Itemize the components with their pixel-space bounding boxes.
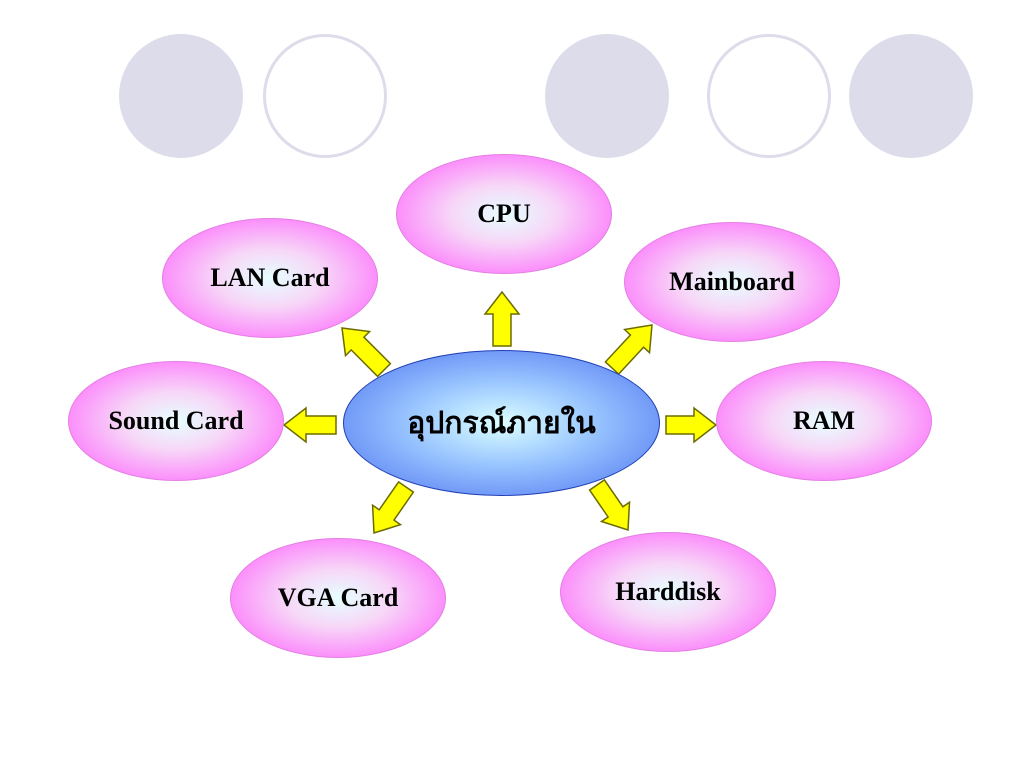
arrow-to-lan-card-icon: [341, 327, 392, 378]
node-vga-card: VGA Card: [230, 538, 446, 658]
node-label: CPU: [477, 199, 531, 228]
node-label: Mainboard: [669, 267, 795, 296]
arrow-to-vga-card-icon: [371, 480, 415, 535]
arrow-to-ram-icon: [665, 406, 718, 444]
node-label: Sound Card: [108, 406, 244, 435]
arrow-to-cpu-icon: [483, 290, 521, 347]
decorative-circle-filled-3: [849, 34, 973, 158]
decorative-circle-filled-2: [545, 34, 669, 158]
arrow-to-sound-card-icon: [282, 406, 337, 444]
node-sound-card: Sound Card: [68, 361, 284, 481]
node-label: LAN Card: [210, 263, 330, 292]
node-label: VGA Card: [277, 583, 399, 612]
node-harddisk: Harddisk: [560, 532, 776, 652]
node-mainboard: Mainboard: [624, 222, 840, 342]
node-lan-card: LAN Card: [162, 218, 378, 338]
decorative-circle-outline-1: [263, 34, 387, 158]
node-label: Harddisk: [615, 577, 721, 606]
arrow-to-mainboard-icon: [604, 324, 653, 376]
decorative-circle-outline-2: [707, 34, 831, 158]
node-cpu: CPU: [396, 154, 612, 274]
center-node: อุปกรณ์ภายใน: [343, 350, 660, 496]
decorative-circle-filled-1: [119, 34, 243, 158]
arrow-to-harddisk-icon: [588, 478, 631, 532]
center-node-label: อุปกรณ์ภายใน: [407, 406, 596, 440]
node-label: RAM: [792, 406, 856, 435]
node-ram: RAM: [716, 361, 932, 481]
